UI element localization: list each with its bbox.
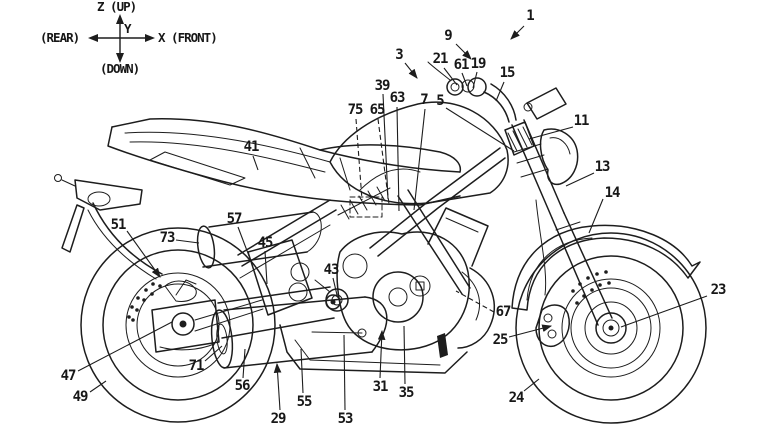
- hidden-part-box: [349, 196, 383, 218]
- axis-rear-arrow: [88, 34, 98, 42]
- front-axle: [595, 312, 627, 344]
- headlight: [539, 128, 579, 186]
- fuel-tank: [329, 101, 509, 218]
- rear-shock: [337, 186, 391, 220]
- cylinder-block: [427, 207, 489, 267]
- leader-45: [264, 250, 268, 285]
- grab-rail: [149, 151, 246, 186]
- leader-39: [382, 93, 389, 200]
- engine-guard: [437, 333, 448, 358]
- axis-up-label: Z (UP): [97, 0, 136, 14]
- leader-43: [332, 277, 338, 296]
- axis-down-arrow: [116, 53, 124, 63]
- muffler-front-cap: [210, 309, 234, 369]
- handlebar-assembly: [427, 61, 567, 123]
- leader-49: [89, 380, 107, 393]
- mudflap: [61, 204, 85, 253]
- clutch-cover: [372, 271, 424, 323]
- cowl-lower-edge: [224, 181, 461, 206]
- leader-65: [377, 118, 390, 205]
- front-fork: [504, 119, 613, 326]
- leader-19: [472, 71, 478, 89]
- switch-housing: [467, 77, 487, 97]
- fork-slider: [551, 217, 599, 326]
- leader-67: [455, 290, 495, 313]
- front-wheel: [515, 232, 707, 424]
- rear-axle: [171, 312, 195, 336]
- tail-cowl-seat: [107, 118, 462, 206]
- leader-31: [377, 329, 386, 379]
- cowl-stripe-2: [129, 141, 326, 173]
- leader-73: [175, 239, 200, 244]
- axis-rear-label: (REAR): [40, 30, 79, 45]
- leader-1: [510, 25, 525, 40]
- front-brake-caliper: [535, 304, 570, 348]
- tail-underside: [107, 126, 226, 183]
- axis-front-label: X (FRONT): [158, 30, 217, 45]
- linkage-ring: [325, 288, 349, 312]
- leader-41: [252, 155, 259, 171]
- undercowl: [279, 324, 468, 374]
- axis-y-label: Y: [124, 21, 132, 36]
- leader-7: [413, 108, 426, 211]
- leader-25: [508, 324, 553, 338]
- exhaust-downpipe: [457, 267, 495, 349]
- cowl-stripe-1: [124, 131, 331, 163]
- seat: [319, 144, 462, 173]
- leader-53: [343, 334, 346, 411]
- leader-lines: [77, 25, 708, 411]
- upper-muffler: [196, 211, 322, 269]
- axis-front-arrow: [145, 34, 155, 42]
- leader-9: [455, 43, 472, 60]
- leader-56: [242, 348, 246, 379]
- brake-lever: [427, 61, 451, 81]
- brake-hose: [535, 199, 547, 296]
- leader-24: [523, 378, 540, 392]
- handlebar: [483, 91, 510, 123]
- leader-63: [396, 106, 400, 212]
- leader-29: [273, 362, 282, 411]
- tail-light: [87, 191, 111, 207]
- front-brake-disc: [570, 287, 652, 369]
- leader-14: [588, 198, 604, 234]
- leader-75: [355, 118, 363, 201]
- leader-15: [495, 81, 505, 102]
- tail-top-edge: [111, 118, 461, 173]
- leader-21: [443, 67, 458, 86]
- leader-13: [565, 172, 595, 187]
- rear-sprocket-edge: [159, 343, 215, 351]
- muffler-end-cap: [196, 225, 216, 269]
- leader-3: [404, 62, 418, 79]
- leader-71: [204, 345, 223, 362]
- front-fender: [511, 224, 701, 311]
- tank-knee-recess: [359, 168, 421, 191]
- leader-35: [403, 325, 406, 385]
- grip-end: [446, 78, 464, 96]
- rear-fender-license: [54, 174, 163, 280]
- engine: [336, 207, 495, 358]
- leader-47: [77, 321, 173, 372]
- leader-5: [445, 107, 515, 152]
- leader-61: [461, 72, 468, 87]
- axis-up-arrow: [116, 14, 124, 24]
- leader-11: [528, 126, 574, 140]
- leader-51: [126, 230, 161, 278]
- rear-wheel: [80, 227, 276, 423]
- rear-axle-plate: [151, 299, 220, 353]
- leader-55: [300, 348, 304, 394]
- leader-57: [237, 226, 250, 257]
- reservoir: [526, 87, 567, 120]
- rear-brake-caliper: [164, 280, 197, 302]
- axis-indicator: Z (UP) (REAR) X (FRONT) (DOWN) Y: [40, 0, 218, 76]
- license-bracket: [74, 179, 143, 211]
- footpeg-bracket: [247, 239, 313, 316]
- leader-23: [620, 295, 708, 328]
- axis-down-label: (DOWN): [100, 61, 139, 76]
- crankcase: [336, 231, 470, 351]
